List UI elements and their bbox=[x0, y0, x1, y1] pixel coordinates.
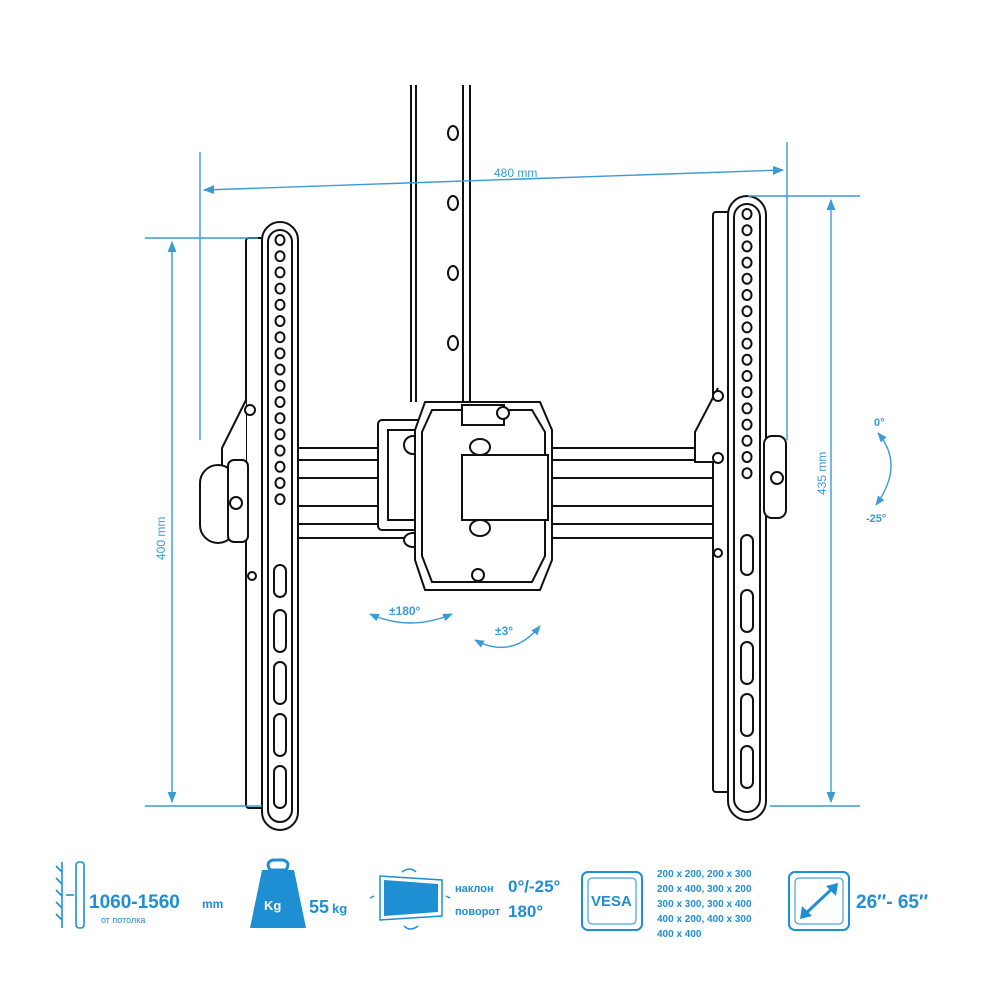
mounting-hole bbox=[274, 396, 286, 408]
tilt-top-angle: 0° bbox=[874, 417, 885, 429]
vesa-list-4: 400 x 400 bbox=[657, 929, 702, 940]
left-vesa-plate bbox=[199, 221, 299, 831]
left-plate-holes bbox=[274, 234, 286, 506]
mounting-hole bbox=[274, 460, 286, 473]
tilt-bottom-angle: -25° bbox=[866, 513, 886, 525]
mounting-hole bbox=[741, 451, 753, 463]
tilt-value: 0°/-25° bbox=[508, 877, 561, 896]
weight-value: 55 bbox=[309, 897, 329, 917]
weight-icon bbox=[250, 858, 306, 928]
tilt-label: наклон bbox=[455, 883, 494, 895]
mounting-hole bbox=[741, 337, 753, 350]
swivel-angle: ±180° bbox=[389, 604, 421, 618]
right-plate-slots bbox=[740, 534, 754, 789]
height-left-dimension: 400 mm bbox=[154, 517, 168, 560]
mounting-hole bbox=[274, 379, 286, 392]
mounting-hole bbox=[741, 353, 753, 366]
weight-unit: kg bbox=[332, 901, 347, 916]
mounting-hole bbox=[741, 305, 753, 318]
height-right-dimension: 435 mm bbox=[815, 452, 829, 495]
screen-size-icon bbox=[788, 871, 850, 931]
mounting-hole bbox=[741, 208, 753, 220]
mounting-hole bbox=[274, 477, 286, 489]
ceiling-pole bbox=[410, 85, 471, 402]
right-plate-holes bbox=[741, 208, 753, 480]
mounting-hole bbox=[274, 363, 286, 376]
mounting-hole bbox=[274, 347, 286, 360]
tilt-rotate-icon bbox=[369, 868, 451, 930]
weight-badge: Kg bbox=[264, 898, 281, 913]
vesa-list-2: 300 x 300, 300 x 400 bbox=[657, 899, 752, 910]
mounting-hole bbox=[741, 370, 753, 382]
width-dimension: 480 mm bbox=[494, 166, 537, 180]
mounting-hole bbox=[274, 298, 286, 311]
mounting-hole bbox=[741, 256, 753, 269]
screen-size-range: 26″- 65″ bbox=[856, 892, 928, 913]
height-range-note: от потолка bbox=[101, 915, 145, 925]
vesa-icon bbox=[581, 871, 643, 931]
mounting-hole bbox=[741, 434, 753, 447]
mounting-hole bbox=[274, 250, 286, 263]
mounting-hole bbox=[274, 315, 286, 327]
mounting-hole bbox=[741, 386, 753, 399]
mounting-hole bbox=[741, 321, 753, 334]
mounting-hole bbox=[274, 282, 286, 295]
height-range-value: 1060-1560 bbox=[89, 892, 180, 913]
mounting-hole bbox=[741, 289, 753, 301]
mounting-hole bbox=[741, 418, 753, 431]
mounting-hole bbox=[741, 272, 753, 285]
mounting-hole bbox=[274, 266, 286, 279]
mounting-hole bbox=[741, 467, 753, 480]
vesa-badge: VESA bbox=[591, 893, 632, 910]
mounting-hole bbox=[274, 444, 286, 457]
mounting-hole bbox=[274, 331, 286, 344]
mounting-hole bbox=[274, 493, 286, 506]
rotate-value: 180° bbox=[508, 902, 543, 921]
left-plate-slots bbox=[273, 564, 287, 809]
height-range-unit: mm bbox=[202, 897, 223, 911]
swivel-head bbox=[377, 401, 553, 591]
rotate-label: поворот bbox=[455, 906, 501, 918]
ceiling-distance-icon bbox=[55, 861, 85, 929]
mounting-hole bbox=[274, 234, 286, 246]
mounting-hole bbox=[741, 224, 753, 237]
mounting-hole bbox=[741, 240, 753, 253]
vesa-list-0: 200 x 200, 200 x 300 bbox=[657, 869, 752, 880]
dimension-lines bbox=[145, 142, 892, 807]
vesa-list-3: 400 x 200, 400 x 300 bbox=[657, 914, 752, 925]
mounting-hole bbox=[741, 402, 753, 415]
vesa-list-1: 200 x 400, 300 x 200 bbox=[657, 884, 752, 895]
mounting-hole bbox=[274, 412, 286, 425]
level-angle: ±3° bbox=[495, 624, 513, 638]
mounting-hole bbox=[274, 428, 286, 441]
